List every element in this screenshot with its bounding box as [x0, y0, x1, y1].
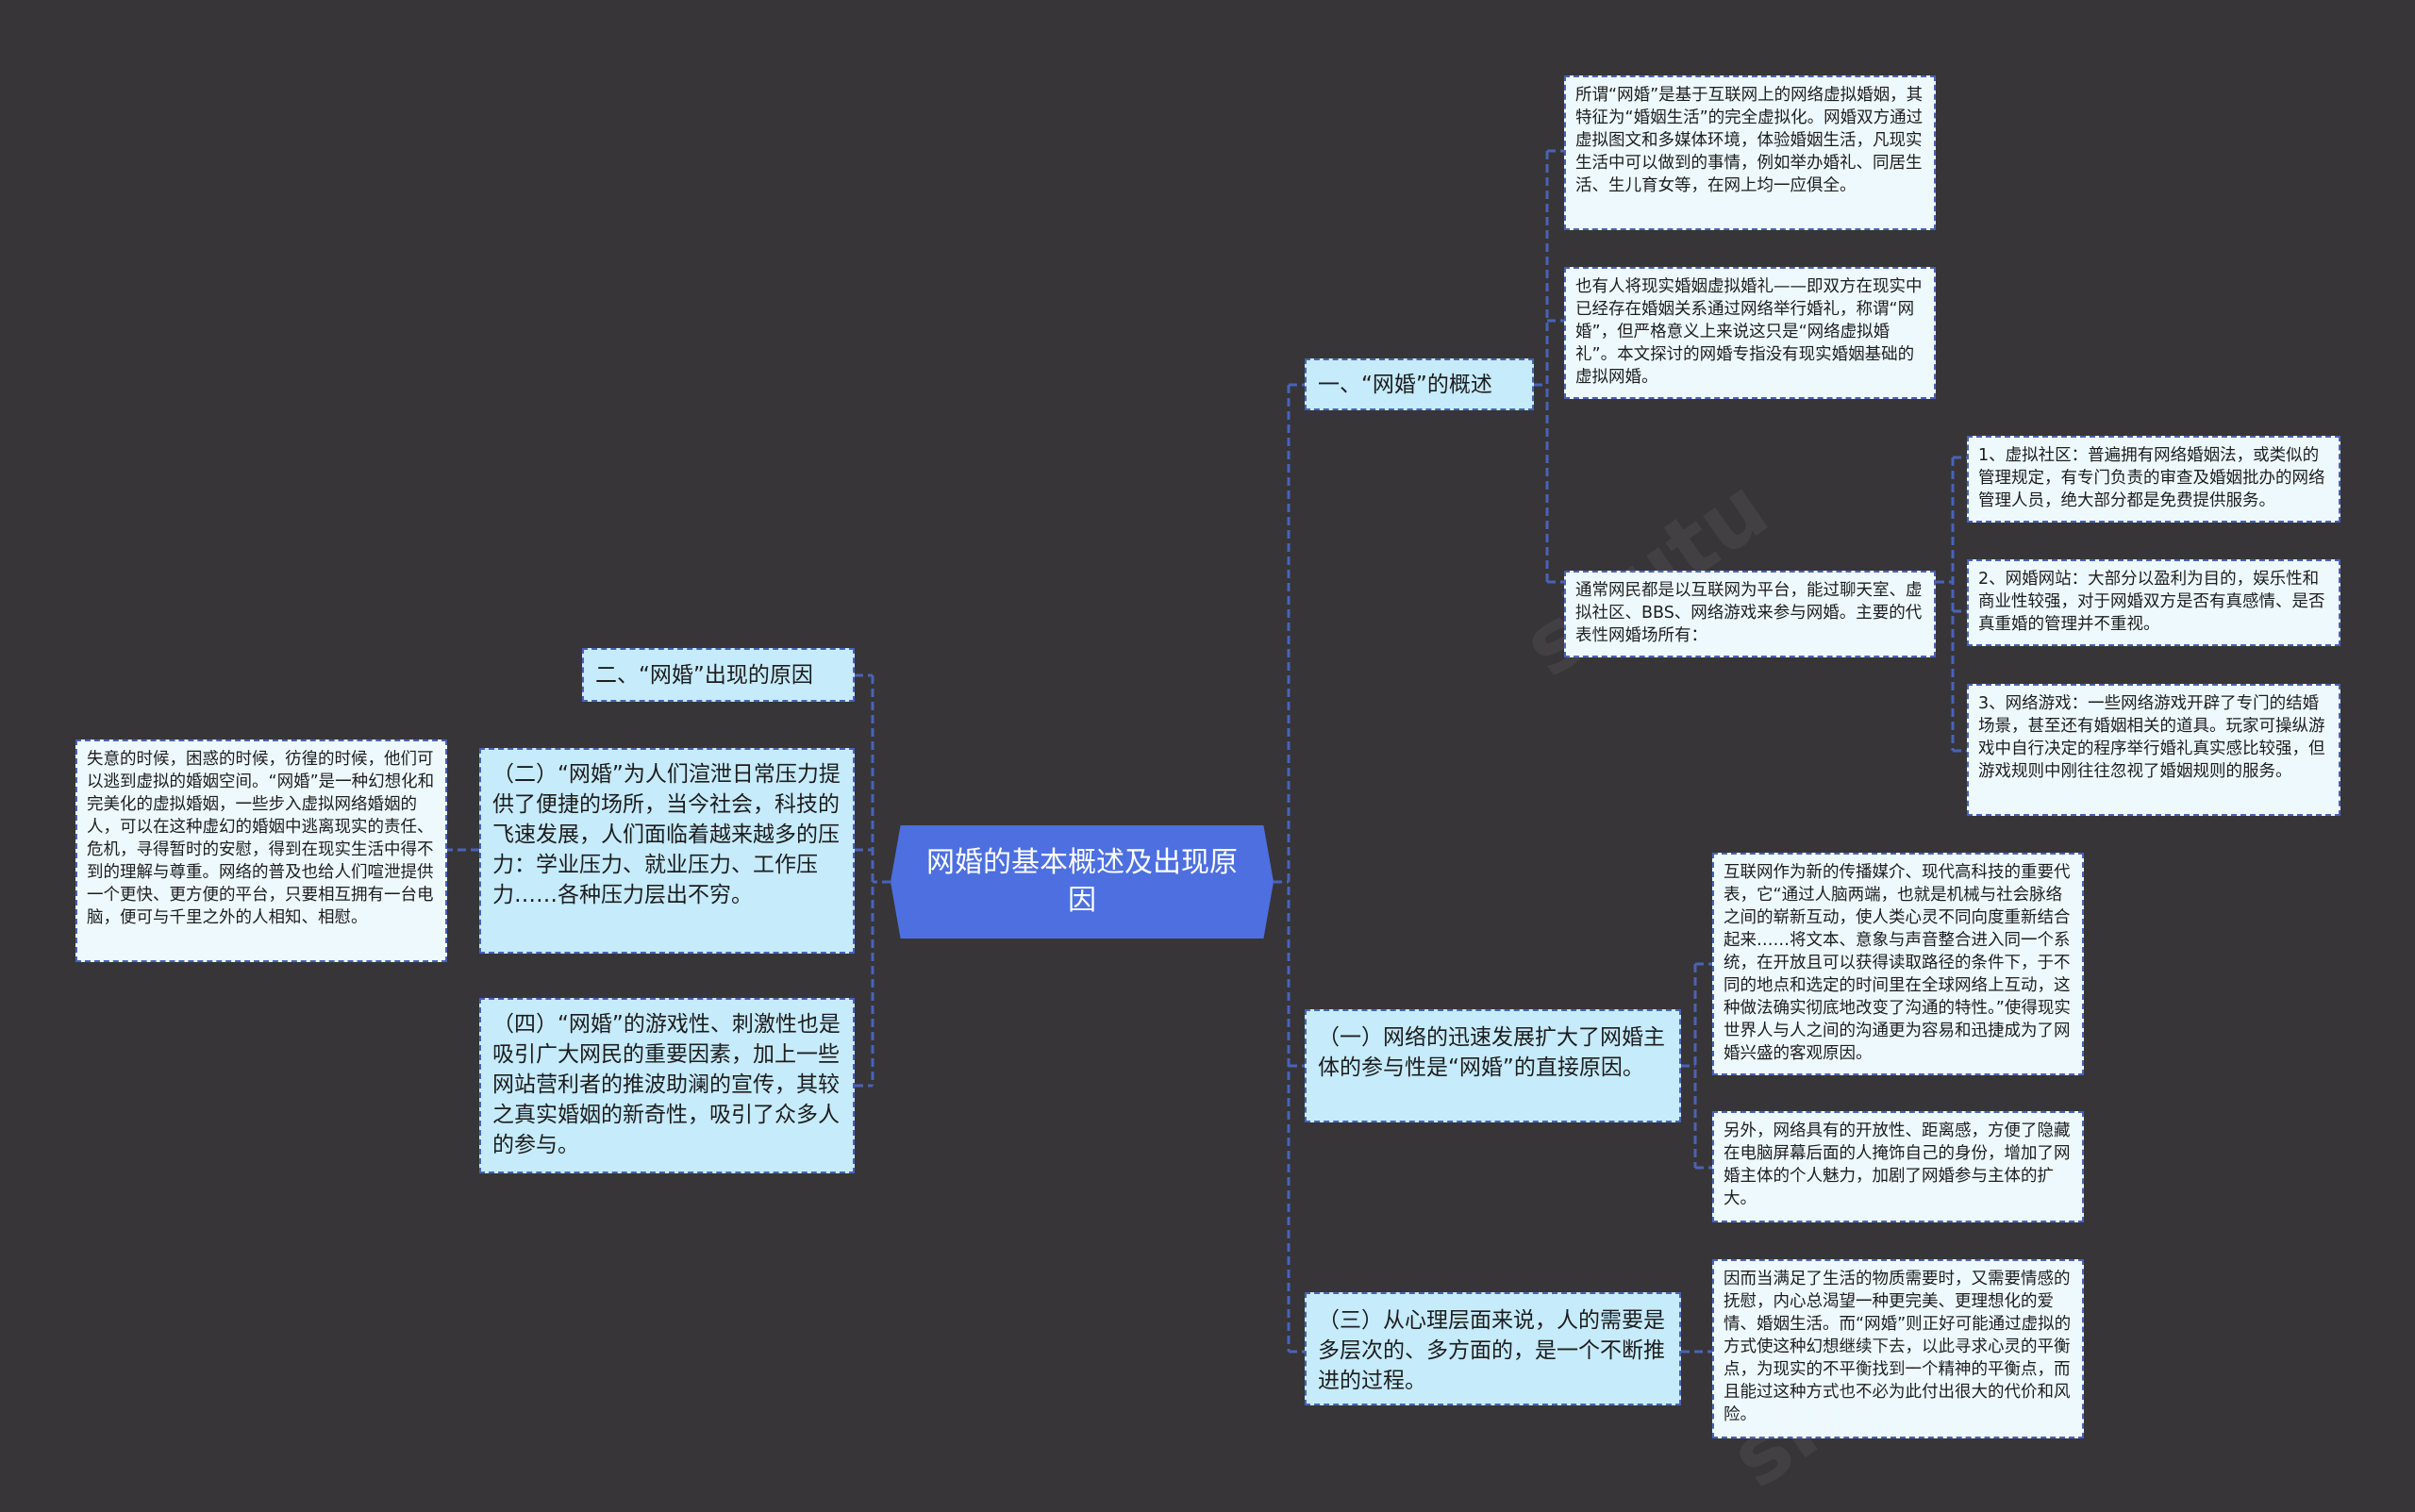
leaf-text: 另外，网络具有的开放性、距离感，方便了隐藏在电脑屏幕后面的人掩饰自己的身份，增加…: [1724, 1122, 2071, 1208]
branch-reason-4-label: （四）“网婚”的游戏性、刺激性也是吸引广大网民的重要因素，加上一些网站营利者的推…: [492, 1012, 841, 1157]
leaf-reason-1-openness[interactable]: 另外，网络具有的开放性、距离感，方便了隐藏在电脑屏幕后面的人掩饰自己的身份，增加…: [1712, 1111, 2084, 1222]
leaf-overview-venues[interactable]: 通常网民都是以互联网为平台，能过聊天室、虚拟社区、BBS、网络游戏来参与网婚。主…: [1564, 571, 1936, 657]
leaf-text: 1、虚拟社区：普遍拥有网络婚姻法，或类似的管理规定，有专门负责的审查及婚姻批办的…: [1978, 446, 2325, 510]
leaf-overview-virtual-wedding[interactable]: 也有人将现实婚姻虚拟婚礼——即双方在现实中已经存在婚姻关系通过网络举行婚礼，称谓…: [1564, 267, 1936, 399]
branch-reason-1[interactable]: （一）网络的迅速发展扩大了网婚主体的参与性是“网婚”的直接原因。: [1305, 1009, 1681, 1122]
branch-reason-2[interactable]: （二）“网婚”为人们渲泄日常压力提供了便捷的场所，当今社会，科技的飞速发展，人们…: [479, 748, 855, 954]
branch-overview-label: 一、“网婚”的概述: [1318, 372, 1492, 397]
branch-reason-3[interactable]: （三）从心理层面来说，人的需要是多层次的、多方面的，是一个不断推进的过程。: [1305, 1292, 1681, 1405]
leaf-venue-wedding-website[interactable]: 2、网婚网站：大部分以盈利为目的，娱乐性和商业性较强，对于网婚双方是否有真感情、…: [1967, 559, 2340, 646]
leaf-venue-virtual-community[interactable]: 1、虚拟社区：普遍拥有网络婚姻法，或类似的管理规定，有专门负责的审查及婚姻批办的…: [1967, 436, 2340, 523]
branch-causes-label: 二、“网婚”出现的原因: [595, 662, 813, 688]
leaf-text: 所谓“网婚”是基于互联网上的网络虚拟婚姻，其特征为“婚姻生活”的完全虚拟化。网婚…: [1575, 86, 1924, 195]
branch-overview[interactable]: 一、“网婚”的概述: [1305, 358, 1534, 410]
leaf-text: 通常网民都是以互联网为平台，能过聊天室、虚拟社区、BBS、网络游戏来参与网婚。主…: [1575, 581, 1923, 645]
leaf-text: 失意的时候，困惑的时候，彷徨的时候，他们可以逃到虚拟的婚姻空间。“网婚”是一种幻…: [87, 750, 435, 927]
leaf-overview-definition[interactable]: 所谓“网婚”是基于互联网上的网络虚拟婚姻，其特征为“婚姻生活”的完全虚拟化。网婚…: [1564, 75, 1936, 230]
branch-reason-4[interactable]: （四）“网婚”的游戏性、刺激性也是吸引广大网民的重要因素，加上一些网站营利者的推…: [479, 998, 855, 1173]
leaf-reason-3-psychology[interactable]: 因而当满足了生活的物质需要时，又需要情感的抚慰，内心总渴望一种更完美、更理想化的…: [1712, 1259, 2084, 1438]
branch-reason-2-label: （二）“网婚”为人们渲泄日常压力提供了便捷的场所，当今社会，科技的飞速发展，人们…: [492, 762, 841, 907]
leaf-venue-online-game[interactable]: 3、网络游戏：一些网络游戏开辟了专门的结婚场景，甚至还有婚姻相关的道具。玩家可操…: [1967, 684, 2340, 816]
leaf-text: 因而当满足了生活的物质需要时，又需要情感的抚慰，内心总渴望一种更完美、更理想化的…: [1724, 1270, 2072, 1424]
leaf-reason-2-escape[interactable]: 失意的时候，困惑的时候，彷徨的时候，他们可以逃到虚拟的婚姻空间。“网婚”是一种幻…: [75, 739, 447, 962]
branch-reason-1-label: （一）网络的迅速发展扩大了网婚主体的参与性是“网婚”的直接原因。: [1318, 1025, 1665, 1080]
leaf-reason-1-internet[interactable]: 互联网作为新的传播媒介、现代高科技的重要代表，它“通过人脑两端，也就是机械与社会…: [1712, 853, 2084, 1075]
root-node[interactable]: 网婚的基本概述及出现原因: [891, 825, 1274, 939]
leaf-text: 也有人将现实婚姻虚拟婚礼——即双方在现实中已经存在婚姻关系通过网络举行婚礼，称谓…: [1575, 277, 1923, 387]
branch-reason-3-label: （三）从心理层面来说，人的需要是多层次的、多方面的，是一个不断推进的过程。: [1318, 1308, 1665, 1393]
leaf-text: 互联网作为新的传播媒介、现代高科技的重要代表，它“通过人脑两端，也就是机械与社会…: [1724, 863, 2071, 1063]
root-label: 网婚的基本概述及出现原因: [926, 846, 1238, 917]
leaf-text: 2、网婚网站：大部分以盈利为目的，娱乐性和商业性较强，对于网婚双方是否有真感情、…: [1978, 570, 2325, 634]
branch-causes[interactable]: 二、“网婚”出现的原因: [582, 648, 855, 702]
leaf-text: 3、网络游戏：一些网络游戏开辟了专门的结婚场景，甚至还有婚姻相关的道具。玩家可操…: [1978, 694, 2325, 781]
